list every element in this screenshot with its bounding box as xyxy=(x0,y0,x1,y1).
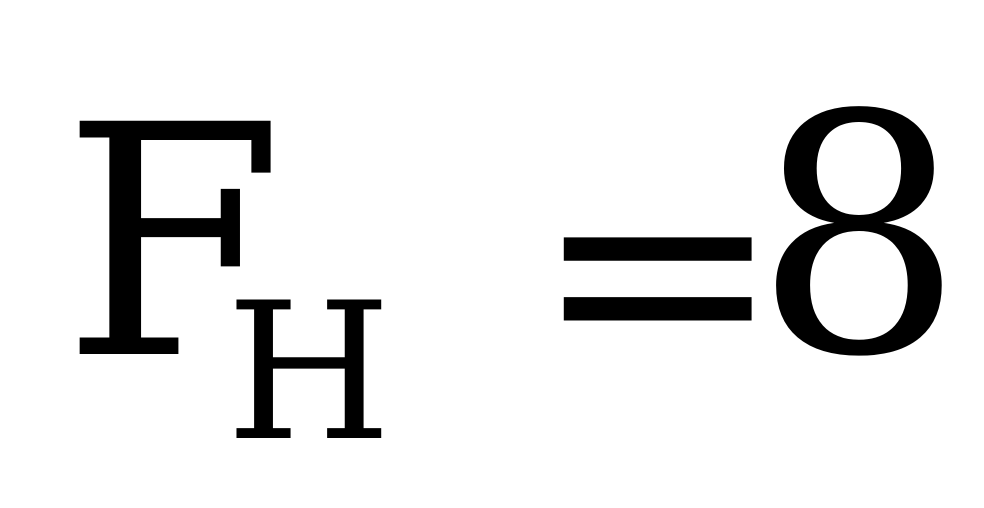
formula-base-letter: F xyxy=(62,58,285,430)
formula-value: 8 xyxy=(754,45,964,429)
formula-subscript: Н xyxy=(226,262,392,483)
formula-equals-sign: = xyxy=(532,95,784,444)
